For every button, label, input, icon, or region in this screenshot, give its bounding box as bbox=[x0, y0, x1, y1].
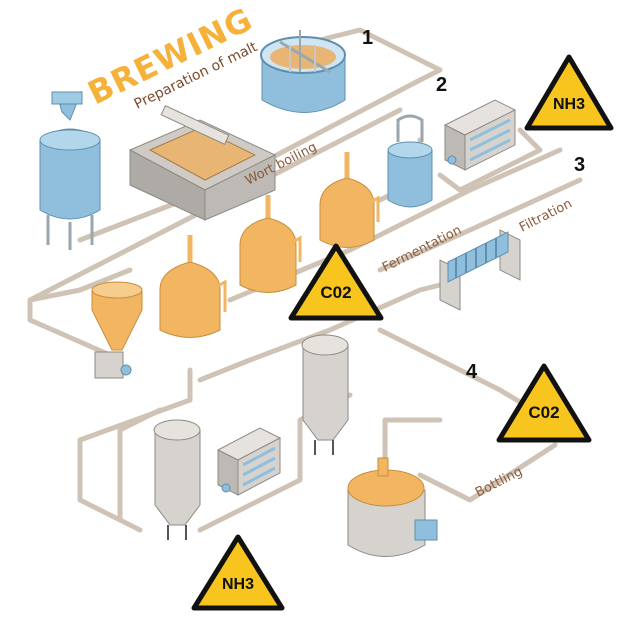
gray-conditioning-tank bbox=[153, 419, 201, 540]
hazard-sign-co2-right: C02 bbox=[496, 363, 592, 443]
filtration-coil bbox=[439, 229, 521, 311]
heat-exchanger-bottom bbox=[216, 427, 282, 496]
pipe-network bbox=[27, 27, 583, 533]
title-group: BREWING Preparation of malt bbox=[82, 0, 261, 113]
blue-fermenter bbox=[387, 114, 433, 208]
hazard-sign-nh3-top: NH3 bbox=[524, 54, 614, 131]
step-number-1: 1 bbox=[362, 27, 373, 49]
hazard-sign-co2-right-label: C02 bbox=[528, 403, 559, 422]
hazard-sign-co2-center: C02 bbox=[288, 243, 384, 321]
conical-orange-tank bbox=[91, 281, 143, 379]
orange-kettle-3 bbox=[319, 152, 380, 248]
hazard-sign-nh3-top-label: NH3 bbox=[553, 96, 585, 113]
step-number-4: 4 bbox=[466, 361, 478, 383]
orange-kettle-1 bbox=[159, 235, 227, 338]
gray-storage-tank bbox=[301, 334, 349, 455]
hazard-sign-nh3-bottom: NH3 bbox=[191, 534, 285, 611]
hazard-sign-nh3-bottom-label: NH3 bbox=[222, 576, 254, 593]
bottling-tank bbox=[347, 457, 438, 557]
hazard-sign-co2-center-label: C02 bbox=[320, 283, 351, 302]
mash-tun bbox=[260, 30, 346, 113]
malt-silo bbox=[39, 90, 101, 250]
heat-exchanger-top bbox=[443, 99, 517, 171]
step-number-3: 3 bbox=[574, 154, 585, 176]
step-number-2: 2 bbox=[436, 74, 447, 96]
orange-kettle-2 bbox=[239, 195, 302, 293]
malt-mill bbox=[128, 105, 277, 221]
stage-label-bottling: Bottling bbox=[473, 464, 525, 500]
